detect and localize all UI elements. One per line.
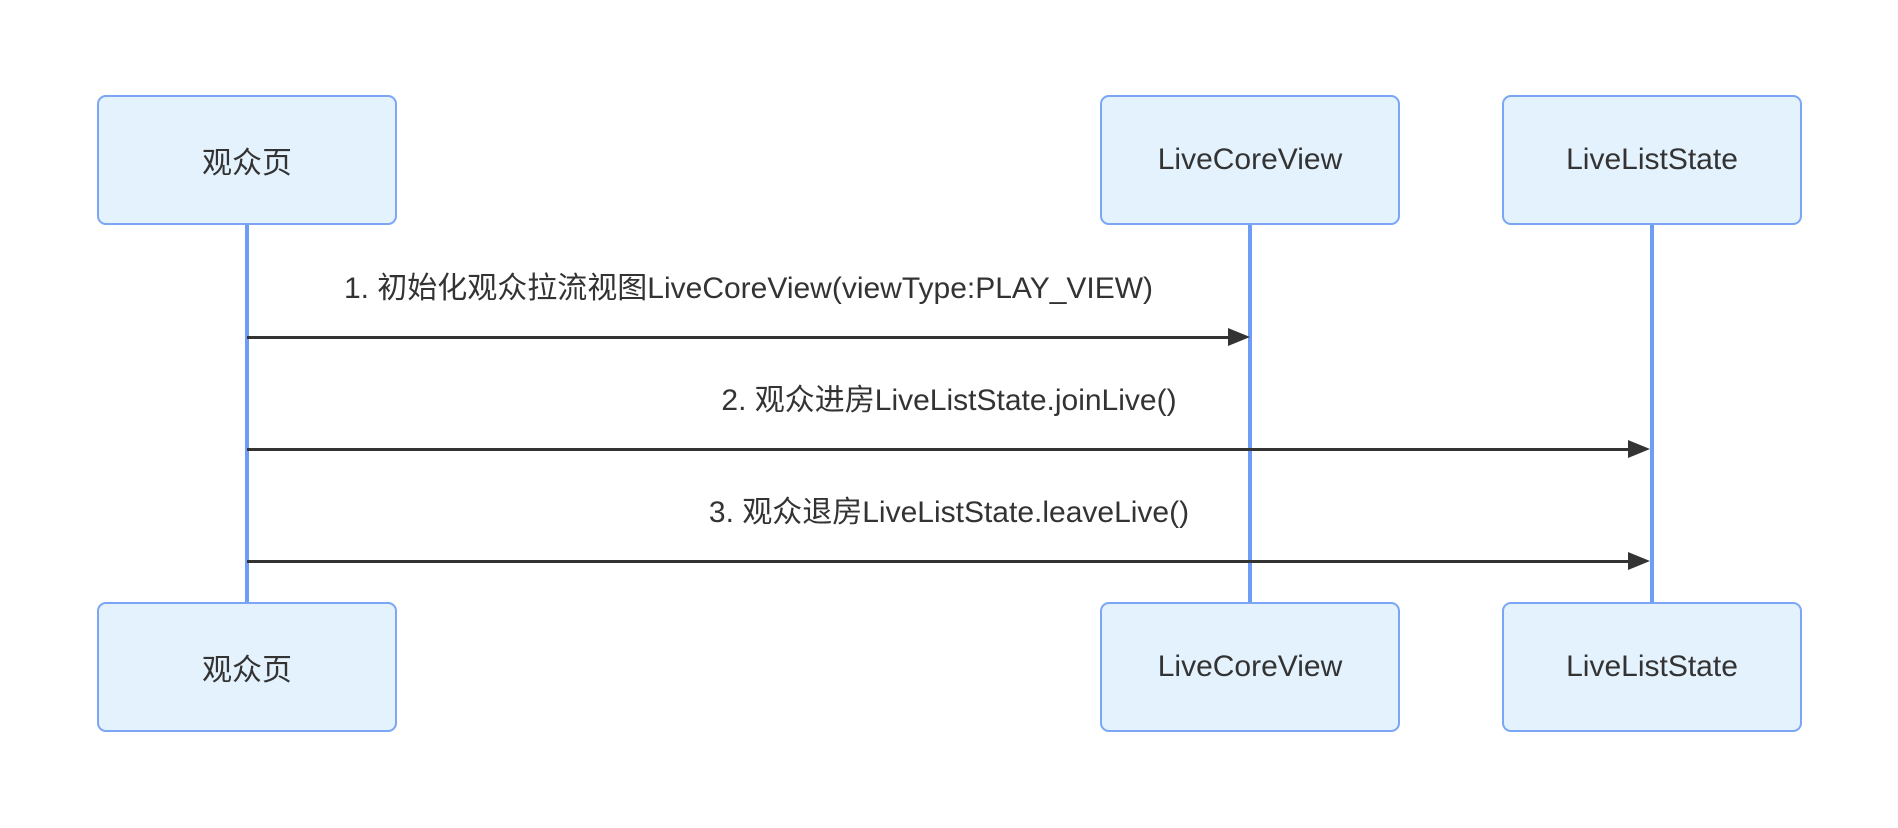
actor-label-audience: 观众页 xyxy=(202,147,292,180)
actor-label-livecoreview: LiveCoreView xyxy=(1157,143,1343,176)
lifeline-liveliststate xyxy=(1650,225,1654,602)
actor-label-liveliststate: LiveListState xyxy=(1566,143,1738,176)
actor-box-audience-top: 观众页 xyxy=(97,95,397,225)
actor-label-livecoreview: LiveCoreView xyxy=(1157,650,1343,683)
actor-label-liveliststate: LiveListState xyxy=(1566,650,1738,683)
message-2-label: 2. 观众进房LiveListState.joinLive() xyxy=(721,384,1177,417)
message-1-arrowhead-icon xyxy=(1228,328,1250,346)
message-1-label: 1. 初始化观众拉流视图LiveCoreView(viewType:PLAY_V… xyxy=(343,272,1154,305)
actor-box-livecoreview-bottom: LiveCoreView xyxy=(1100,602,1400,732)
message-3-label: 3. 观众退房LiveListState.leaveLive() xyxy=(708,496,1190,529)
message-3-arrow-line xyxy=(247,560,1630,563)
lifeline-livecoreview xyxy=(1248,225,1252,602)
message-1-arrow-line xyxy=(247,336,1230,339)
actor-box-liveliststate-bottom: LiveListState xyxy=(1502,602,1802,732)
message-2-arrowhead-icon xyxy=(1628,440,1650,458)
message-2-arrow-line xyxy=(247,448,1630,451)
actor-box-audience-bottom: 观众页 xyxy=(97,602,397,732)
actor-label-audience: 观众页 xyxy=(202,654,292,687)
actor-box-liveliststate-top: LiveListState xyxy=(1502,95,1802,225)
message-3-arrowhead-icon xyxy=(1628,552,1650,570)
lifeline-audience xyxy=(245,225,249,602)
actor-box-livecoreview-top: LiveCoreView xyxy=(1100,95,1400,225)
